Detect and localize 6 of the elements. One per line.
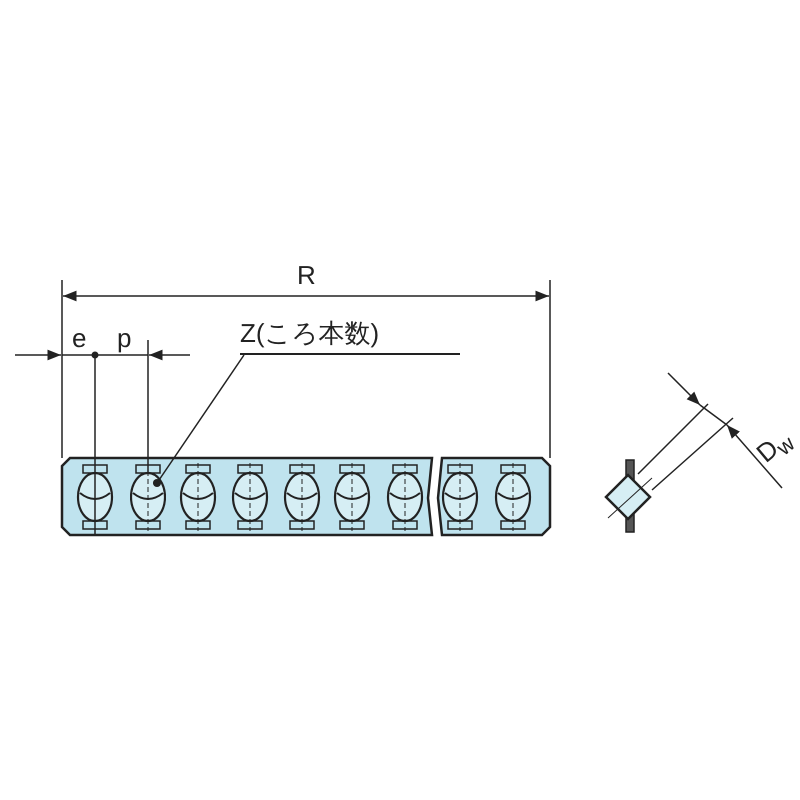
callout-label-underline xyxy=(240,320,460,355)
dimension-label: R xyxy=(297,262,316,288)
part-label: Z(ころ本数) xyxy=(240,320,380,346)
dimension-label: p xyxy=(117,325,132,351)
leader-line xyxy=(152,354,245,488)
dimension-label: e xyxy=(72,325,86,351)
